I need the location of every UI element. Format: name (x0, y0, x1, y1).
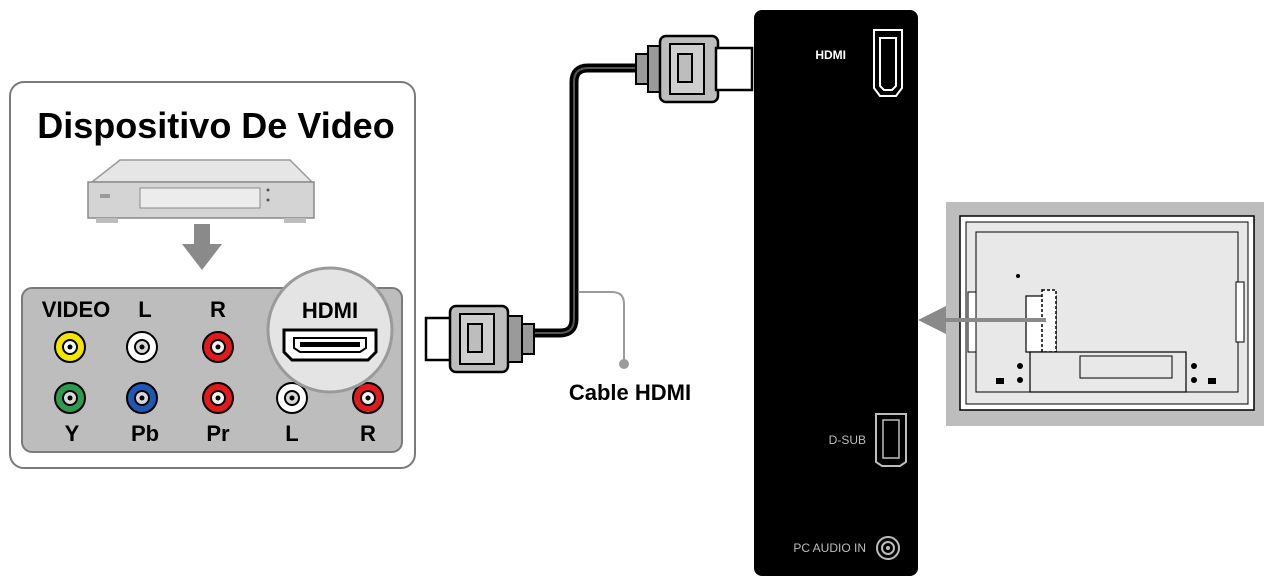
panel-dsub-port (875, 413, 907, 467)
hdmi-plug-left (424, 304, 535, 374)
panel-hdmi-label: HDMI (815, 48, 846, 62)
port-label-y: Y (65, 421, 80, 446)
port-label-l-bottom: L (285, 421, 298, 446)
tv-side-panel: HDMI D-SUB PC AUDIO IN (754, 10, 918, 576)
hdmi-plug-right (635, 34, 754, 104)
panel-hdmi-port (873, 29, 903, 97)
hdmi-cable: Cable HDMI (530, 63, 691, 405)
hdmi-port-icon (282, 328, 378, 362)
y-jack (54, 382, 86, 414)
panel-pc-audio-jack (876, 536, 900, 560)
port-label-pb: Pb (131, 421, 159, 446)
port-label-pr: Pr (206, 421, 230, 446)
audio-r-jack-top (202, 331, 234, 363)
dvd-player-icon (87, 159, 315, 223)
pr-jack (202, 382, 234, 414)
down-arrow-icon (182, 224, 222, 270)
cable-label: Cable HDMI (569, 380, 691, 405)
port-label-video: VIDEO (42, 297, 110, 322)
port-label-r-top: R (210, 297, 226, 322)
hdmi-port-label: HDMI (302, 298, 358, 323)
video-jack (54, 331, 86, 363)
audio-l-jack-bottom (276, 382, 308, 414)
cable-pointer-dot (619, 359, 629, 369)
device-title: Dispositivo De Video (37, 105, 394, 146)
port-label-r-bottom: R (360, 421, 376, 446)
audio-l-jack-top (126, 331, 158, 363)
left-arrow-icon (918, 306, 1046, 334)
video-device-box: Dispositivo De Video VIDEO L R (9, 81, 416, 469)
audio-r-jack-bottom (352, 382, 384, 414)
pb-jack (126, 382, 158, 414)
hdmi-port-magnifier: HDMI (266, 266, 394, 394)
port-label-l-top: L (138, 297, 151, 322)
tv-rear-thumbnail (946, 202, 1264, 426)
panel-dsub-label: D-SUB (829, 433, 866, 447)
panel-pc-audio-label: PC AUDIO IN (793, 541, 866, 555)
